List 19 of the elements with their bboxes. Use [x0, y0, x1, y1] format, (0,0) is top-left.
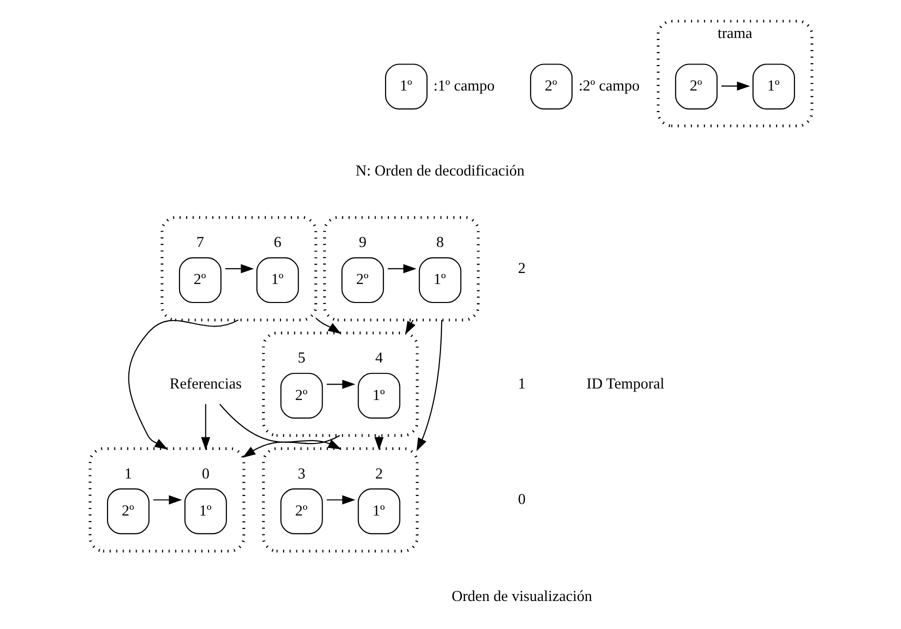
node-label: 4 — [374, 350, 382, 367]
node-label: 9 — [358, 234, 366, 252]
node-label: 1 — [124, 465, 132, 482]
label: 0 — [518, 490, 526, 508]
node-label: 8 — [436, 234, 444, 252]
node-label: :1º campo — [433, 78, 494, 95]
label: N: Orden de decodificación — [355, 162, 524, 180]
node-label: 2 — [374, 465, 382, 482]
label: Orden de visualización — [451, 588, 592, 605]
node-label: 6 — [273, 234, 281, 252]
node-label: 5 — [297, 350, 305, 367]
node-label: :2º campo — [578, 78, 640, 95]
label: 2 — [518, 260, 526, 277]
node-label: 3 — [297, 465, 305, 482]
node-label: 7 — [196, 234, 204, 252]
label: ID Temporal — [586, 375, 664, 392]
label: 1 — [518, 375, 526, 392]
node-text: Referencias — [169, 375, 242, 392]
node-label: 0 — [201, 465, 209, 482]
